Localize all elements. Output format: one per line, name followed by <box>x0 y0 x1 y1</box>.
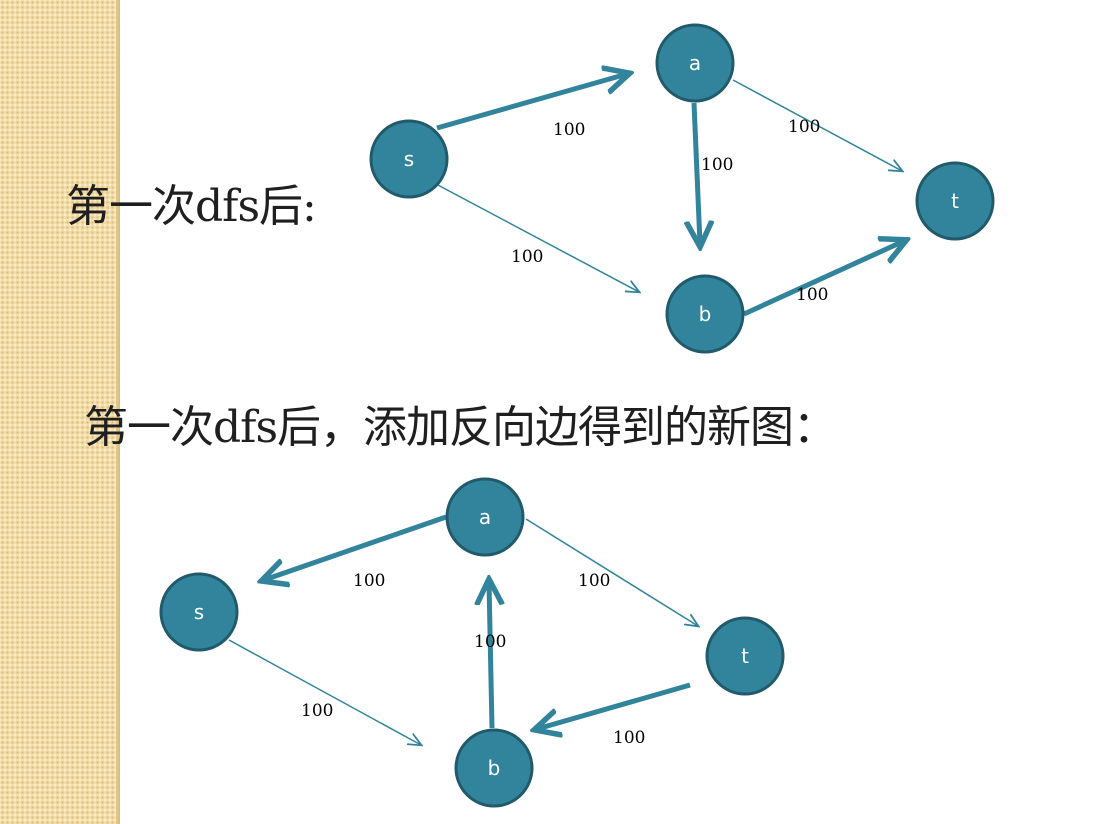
edge-label-t-b: 100 <box>613 728 645 748</box>
edge-t-to-b <box>537 682 691 729</box>
edge-label-a-b: 100 <box>701 155 733 175</box>
edge-label-s-b: 100 <box>301 701 333 721</box>
edge-s-to-b <box>435 183 639 292</box>
node-label: b <box>488 756 501 780</box>
edge-a-to-t <box>525 518 698 626</box>
graph-2-node-b: b <box>454 728 534 808</box>
edge-a-to-s <box>264 514 447 580</box>
edge-label-b-t: 100 <box>796 285 828 305</box>
node-label: a <box>479 505 491 529</box>
decorative-sidebar <box>0 0 120 824</box>
node-label: t <box>951 189 959 213</box>
edge-label-a-t: 100 <box>578 571 610 591</box>
node-label: b <box>699 302 712 326</box>
graph-2: 100 100 100 100 100 s a b t <box>159 477 785 808</box>
heading-first-dfs: 第一次dfs后: <box>66 181 317 232</box>
graph-2-node-s: s <box>159 572 239 652</box>
graph-1-node-t: t <box>915 161 995 241</box>
node-label: t <box>741 644 749 668</box>
edge-label-s-b: 100 <box>511 247 543 267</box>
graph-1-node-s: s <box>369 119 449 199</box>
graph-1: 100 100 100 100 100 s a b t <box>369 23 995 354</box>
sidebar-divider <box>116 0 120 824</box>
graph-2-node-a: a <box>445 477 525 557</box>
graph-2-node-t: t <box>705 616 785 696</box>
graph-1-node-b: b <box>665 274 745 354</box>
graph-1-node-a: a <box>655 23 735 103</box>
edge-b-to-a <box>489 582 492 729</box>
edge-label-s-a: 100 <box>553 120 585 140</box>
edge-a-to-b <box>694 102 700 244</box>
edge-s-to-b <box>228 639 421 745</box>
edge-label-b-a: 100 <box>474 632 506 652</box>
edge-label-a-s: 100 <box>353 571 385 591</box>
edge-a-to-t <box>732 79 902 171</box>
node-label: s <box>194 600 204 624</box>
heading-first-dfs-residual: 第一次dfs后，添加反向边得到的新图： <box>84 402 837 453</box>
node-label: s <box>404 147 414 171</box>
edge-b-to-t <box>742 241 904 317</box>
edge-label-a-t: 100 <box>788 117 820 137</box>
node-label: a <box>689 51 701 75</box>
edge-s-to-a <box>436 74 627 131</box>
